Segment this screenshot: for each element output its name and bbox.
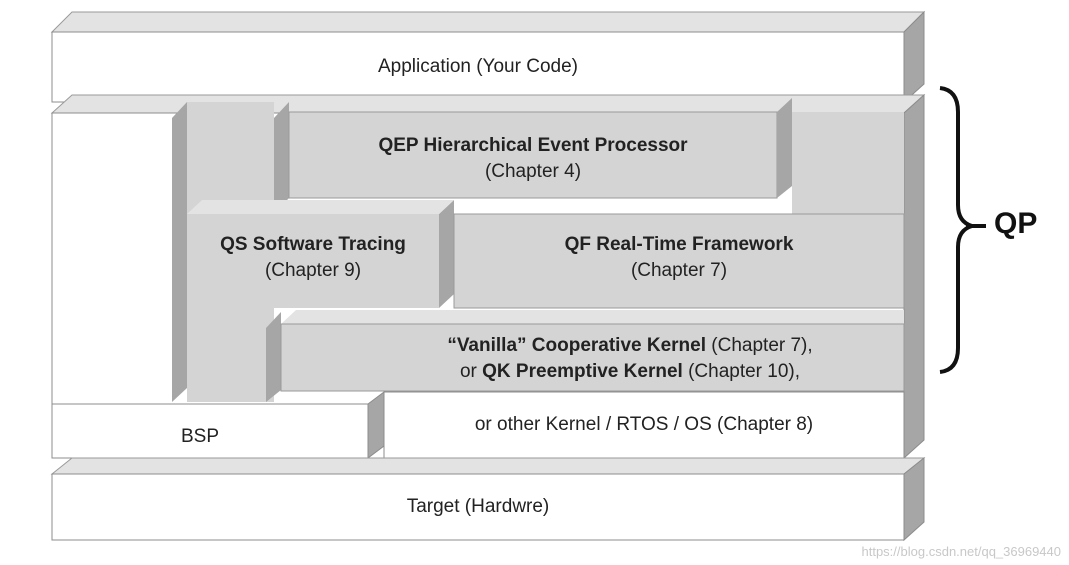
qp-label: QP [994,207,1038,240]
qep-block-face [288,111,778,199]
qs-label: QS Software Tracing (Chapter 9) [187,232,439,284]
qp-bracket [939,86,980,374]
bsp-label: BSP [180,426,220,447]
middle-layer-side [903,93,925,460]
qep-block-side [274,102,289,214]
qs-block-right-side [439,200,454,308]
qep-subtitle: (Chapter 4) [484,161,582,182]
qs-column-side [172,102,187,402]
qep-title: QEP Hierarchical Event Processor [378,135,688,156]
kernel-label: “Vanilla” Cooperative Kernel (Chapter 7)… [340,333,920,385]
kernel-block-top [281,310,904,324]
target-layer [50,456,926,542]
qf-label: QF Real-Time Framework (Chapter 7) [454,232,904,284]
kernel-line2-rest: (Chapter 10), [682,361,801,382]
qf-block-face [453,213,905,309]
qs-subtitle: (Chapter 9) [264,260,362,281]
target-layer-top [50,457,926,475]
bsp-box-face [51,403,369,459]
application-layer-top [50,11,926,33]
target-layer-face [51,473,905,541]
other-kernel-box-face [383,391,905,459]
bsp-box-side [367,391,385,459]
qep-block-right-side [777,98,792,198]
bottom-middle-boxes [51,391,905,459]
qf-subtitle: (Chapter 7) [630,260,728,281]
qep-label: QEP Hierarchical Event Processor (Chapte… [289,133,777,185]
kernel-line1-bold: “Vanilla” Cooperative Kernel [447,335,707,356]
application-layer [50,10,926,104]
qf-title: QF Real-Time Framework [564,234,794,255]
kernel-line1-rest: (Chapter 7), [706,335,813,356]
kernel-line2-prefix: or [459,361,483,382]
kernel-block-side [266,312,281,402]
qs-block-face [187,214,439,308]
target-label: Target (Hardwre) [406,496,550,517]
watermark-text: https://blog.csdn.net/qq_36969440 [861,544,1062,559]
qp-region [172,98,905,402]
kernel-line2-bold: QK Preemptive Kernel [482,361,683,382]
application-layer-face [51,31,905,103]
kernel-block-face [280,323,905,392]
other-kernel-label: or other Kernel / RTOS / OS (Chapter 8) [474,414,814,435]
qs-title: QS Software Tracing [220,234,406,255]
qs-block-top [187,200,454,214]
application-label: Application (Your Code) [378,56,578,77]
